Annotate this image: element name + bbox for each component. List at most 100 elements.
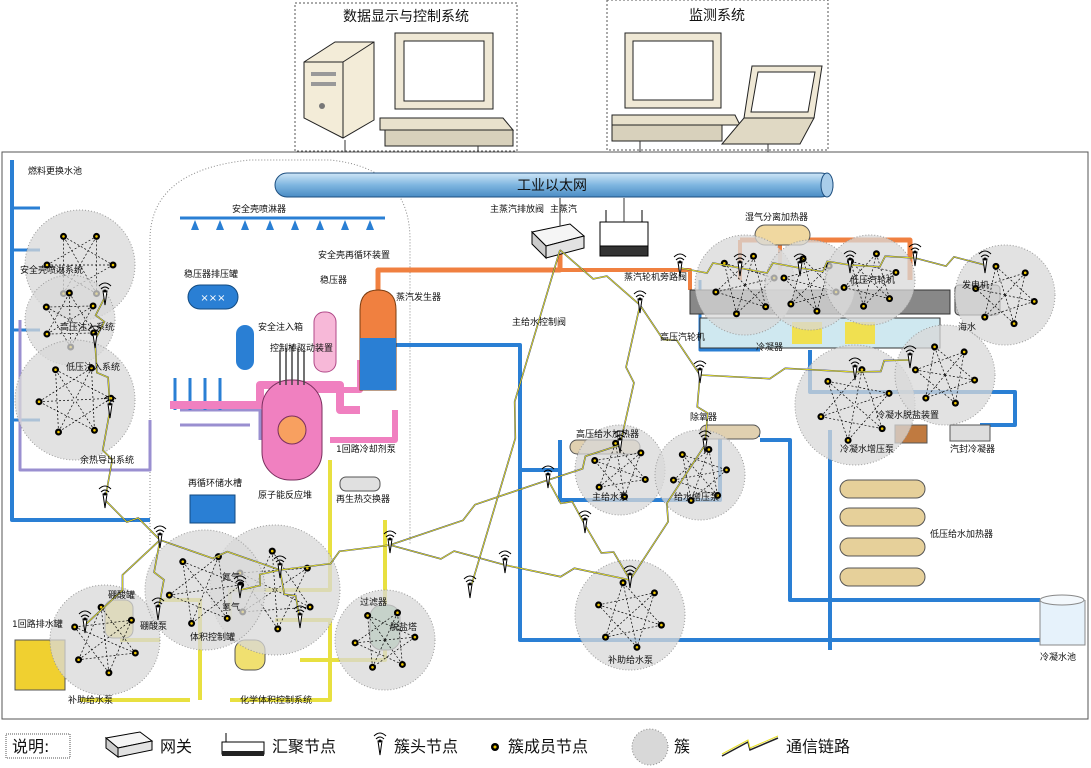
label-spray-sys: 安全壳喷淋系统	[20, 264, 83, 276]
cluster-link	[783, 277, 811, 286]
comm-link-highlight	[849, 255, 916, 268]
cluster-link	[274, 567, 308, 591]
cluster-link	[934, 346, 946, 376]
member-node-core	[353, 641, 357, 645]
legend-label-cluster-head: 簇头节点	[394, 737, 458, 756]
cluster-link	[925, 346, 935, 399]
cluster-link	[619, 469, 646, 480]
cluster-link	[74, 399, 95, 431]
sink-node-icon	[221, 733, 265, 756]
member-node-core	[225, 617, 229, 620]
label-recirc-tank: 再循环储水槽	[188, 477, 242, 489]
comm-link-highlight	[94, 339, 111, 411]
industrial-ethernet-bus[interactable]: 工业以太网	[274, 172, 834, 198]
label-boric-tank: 硼酸罐	[108, 589, 135, 601]
cluster-link	[975, 272, 1026, 289]
desktop-computer-icon[interactable]	[611, 32, 741, 142]
comm-link-highlight	[619, 304, 641, 446]
laptop-icon[interactable]	[720, 65, 823, 145]
cluster-link	[1004, 272, 1026, 296]
label-condensate-pump: 冷凝水增压泵	[840, 443, 894, 455]
comm-link-icon	[721, 735, 779, 757]
sink-node-device[interactable]	[599, 210, 649, 257]
cluster-link	[384, 612, 398, 641]
label-filter: 过滤器	[360, 596, 387, 608]
cluster-link	[724, 262, 775, 279]
member-node-core	[134, 651, 137, 655]
member-node-core	[735, 312, 738, 316]
cluster-link	[242, 589, 276, 613]
member-node-core	[860, 368, 864, 371]
cluster-link	[355, 639, 386, 644]
comm-link-highlight	[469, 249, 561, 591]
member-node-core	[68, 291, 71, 295]
cluster-link	[271, 550, 311, 608]
cluster-link	[984, 301, 1035, 318]
cluster-link	[63, 236, 81, 266]
server-icon[interactable]	[303, 41, 375, 139]
comm-link-highlight	[84, 539, 161, 626]
member-node-core	[597, 603, 600, 607]
label-gland-condenser: 汽封冷凝器	[950, 443, 995, 455]
gateway-device[interactable]	[530, 223, 586, 260]
member-node-core	[887, 392, 891, 395]
member-node-core	[725, 468, 728, 472]
cluster-link	[975, 288, 1015, 324]
cluster-link	[46, 319, 71, 335]
cluster-link	[744, 256, 754, 286]
member-node-core	[826, 380, 830, 383]
cluster-link	[809, 265, 830, 286]
cluster-link	[372, 639, 386, 668]
label-condenser: 冷凝器	[756, 341, 783, 353]
cluster-link	[753, 256, 766, 307]
cluster-link	[984, 294, 1006, 318]
comm-link-highlight	[559, 249, 641, 306]
cluster-link	[925, 379, 975, 399]
member-node-core	[714, 290, 718, 294]
cluster-link	[736, 284, 746, 314]
cluster-link	[820, 404, 856, 418]
label-chem-volume: 化学体积控制系统	[240, 694, 312, 706]
svg-text:×××: ×××	[200, 293, 225, 304]
member-node-core	[396, 611, 399, 615]
member-node-core	[401, 663, 404, 666]
label-pressurizer: 稳压器	[320, 274, 347, 286]
label-feed-booster: 给水增压泵	[674, 491, 719, 503]
comm-link-highlight	[696, 374, 709, 446]
cluster-link	[598, 469, 621, 488]
cluster-link	[629, 592, 655, 616]
legend-title: 说明:	[12, 737, 49, 756]
cluster-link	[724, 263, 737, 314]
member-node-core	[815, 309, 819, 313]
cluster	[654, 429, 746, 521]
cluster-link	[39, 399, 76, 403]
clusters-layer	[14, 209, 1056, 696]
comm-link-highlight	[799, 260, 851, 273]
member-node-icon	[491, 743, 499, 751]
cluster-link	[827, 381, 856, 406]
member-node-core	[660, 623, 663, 627]
label-boric-pump: 硼酸泵	[140, 621, 167, 632]
member-node-core	[994, 265, 998, 268]
gateway-icon	[104, 731, 154, 758]
cluster-link	[367, 615, 386, 641]
cluster-link	[690, 474, 701, 501]
member-node-core	[413, 635, 417, 639]
comm-link-highlight	[739, 262, 801, 274]
cluster-link	[934, 346, 975, 381]
member-node-core	[181, 560, 185, 563]
member-node-core	[623, 495, 626, 498]
member-node-core	[270, 549, 274, 553]
cluster-link	[699, 469, 727, 476]
member-node-core	[672, 478, 675, 482]
cluster-link	[619, 452, 642, 471]
member-node-core	[45, 332, 49, 336]
label-demin: 脱盐塔	[390, 621, 417, 633]
cluster-link	[802, 258, 811, 286]
member-node-core	[819, 415, 823, 418]
cluster-link	[594, 460, 621, 471]
label-pressurizer-relief: 稳压器排压罐	[184, 268, 238, 280]
desktop-computer-icon[interactable]	[379, 32, 515, 147]
member-node-core	[954, 401, 957, 405]
cluster-link	[944, 351, 965, 376]
